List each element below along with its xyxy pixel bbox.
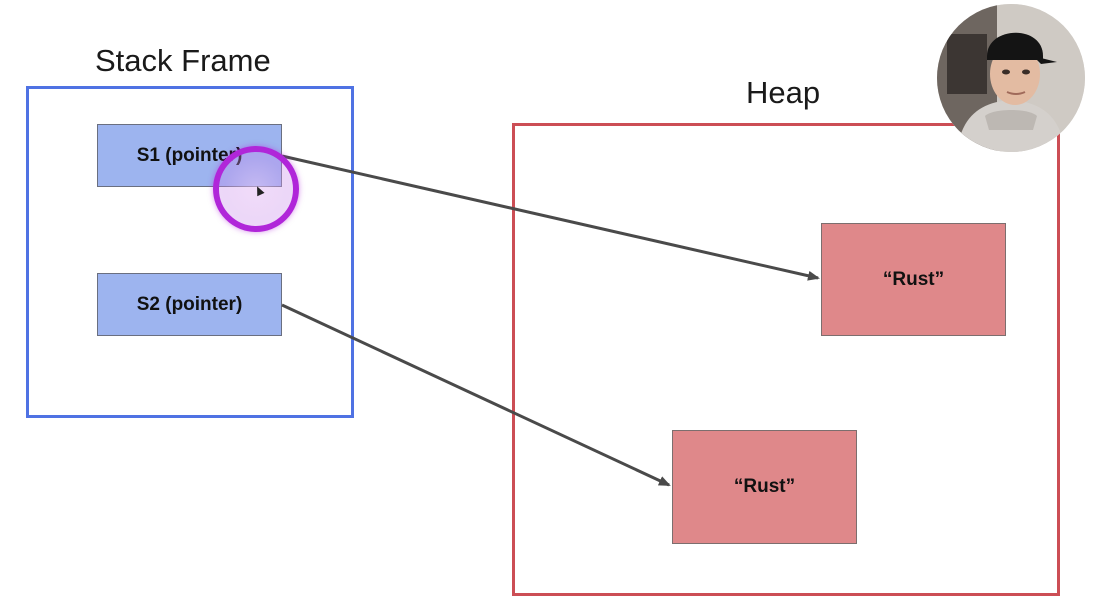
heap-title: Heap (746, 75, 821, 110)
heap-value-box-2: “Rust” (672, 430, 857, 544)
heap-value-box-1: “Rust” (821, 223, 1006, 336)
circle-highlight-icon (213, 146, 299, 232)
presenter-avatar-icon (937, 4, 1085, 152)
s2-pointer-box: S2 (pointer) (97, 273, 282, 336)
stack-frame-title: Stack Frame (95, 43, 271, 78)
presenter-webcam-bubble (937, 4, 1085, 152)
